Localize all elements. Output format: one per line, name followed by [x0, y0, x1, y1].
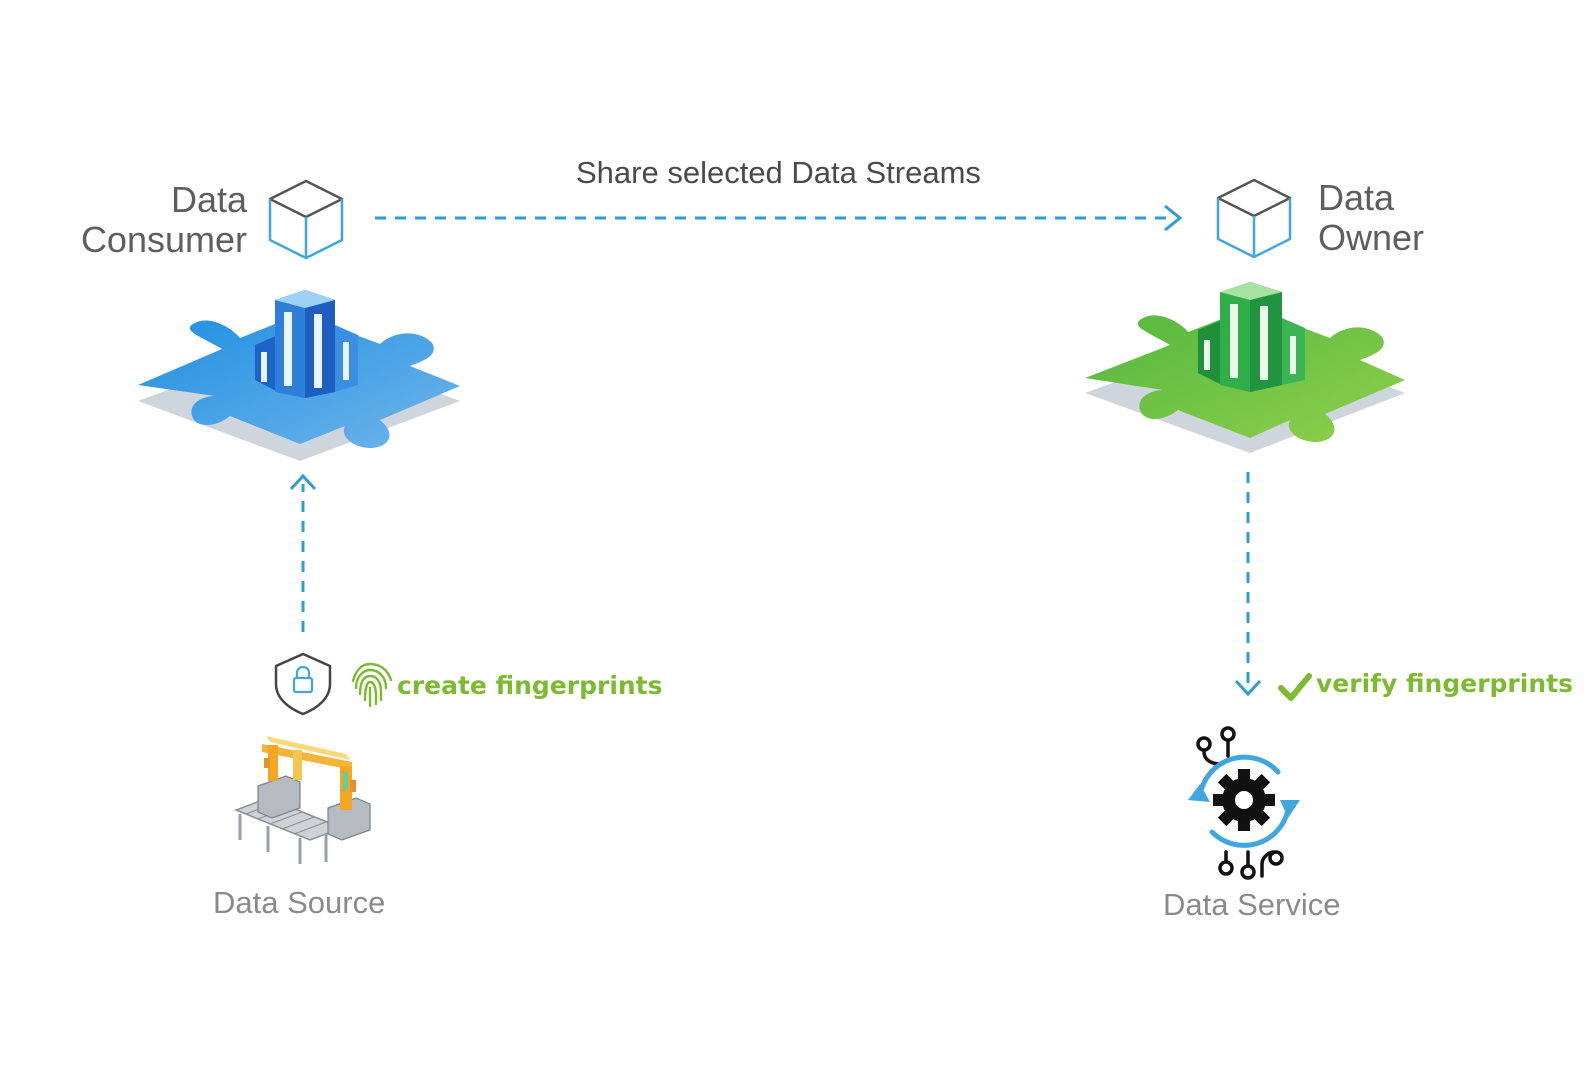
shield-lock-icon: [274, 652, 332, 716]
share-label: Share selected Data Streams: [576, 155, 981, 190]
checkmark-icon: [1278, 673, 1312, 701]
puzzle-building-icon: [138, 290, 460, 461]
share-arrow: [375, 204, 1183, 232]
data-consumer-line1: Data: [170, 179, 247, 220]
source-to-consumer-arrow: [289, 473, 317, 632]
data-source-label: Data Source: [213, 885, 386, 920]
cube-icon: [1216, 178, 1292, 259]
puzzle-building-icon: [1085, 282, 1405, 453]
data-service-label: Data Service: [1163, 887, 1341, 922]
data-owner-line2: Owner: [1318, 217, 1425, 259]
fingerprint-icon: [351, 662, 393, 708]
gear-cycle-icon: [1188, 726, 1300, 880]
factory-robot-icon: [233, 736, 371, 864]
owner-to-service-arrow: [1234, 472, 1262, 697]
create-fingerprints-label: create fingerprints: [397, 671, 663, 700]
cube-icon: [268, 179, 344, 260]
verify-fingerprints-label: verify fingerprints: [1316, 669, 1573, 698]
data-owner-line1: Data: [1318, 177, 1395, 218]
data-consumer-line2: Consumer: [80, 219, 247, 261]
data-consumer-label: Data Consumer: [80, 179, 247, 261]
data-owner-label: Data Owner: [1318, 177, 1425, 259]
